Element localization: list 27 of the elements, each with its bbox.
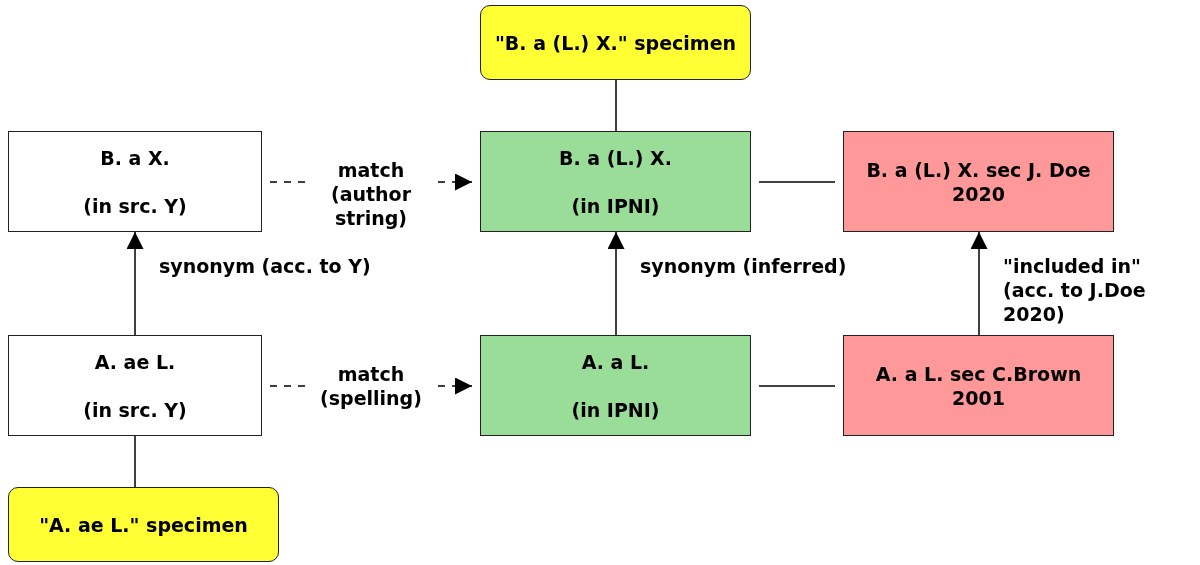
name-box xyxy=(8,335,262,436)
node-text: A. ae L. xyxy=(94,349,176,374)
specimen-box xyxy=(8,487,279,562)
arrow xyxy=(126,231,144,336)
node-text: B. a (L.) X. sec J. Doe 2020 xyxy=(865,157,1092,206)
connector-line xyxy=(134,435,136,488)
specimen-box xyxy=(480,5,751,80)
connector-line xyxy=(758,181,836,183)
node-text: B. a (L.) X. xyxy=(559,145,672,170)
name-box xyxy=(480,131,751,232)
connector-line xyxy=(758,385,836,387)
node-text: "A. ae L." specimen xyxy=(39,512,248,537)
node-text: (in IPNI) xyxy=(571,193,660,218)
arrow xyxy=(607,231,625,336)
name-box xyxy=(480,335,751,436)
node-text: (in src. Y) xyxy=(83,397,187,422)
name-box xyxy=(8,131,262,232)
connector-line xyxy=(615,79,617,132)
node-text: (in IPNI) xyxy=(571,397,660,422)
node-text: A. a L. xyxy=(581,349,650,374)
taxon-concept-box xyxy=(843,131,1114,232)
arrow xyxy=(970,231,988,336)
node-text: A. a L. sec C.Brown 2001 xyxy=(874,361,1083,410)
taxon-concept-box xyxy=(843,335,1114,436)
node-text: B. a X. xyxy=(100,145,170,170)
node-text: (in src. Y) xyxy=(83,193,187,218)
node-text: "B. a (L.) X." specimen xyxy=(494,30,737,55)
